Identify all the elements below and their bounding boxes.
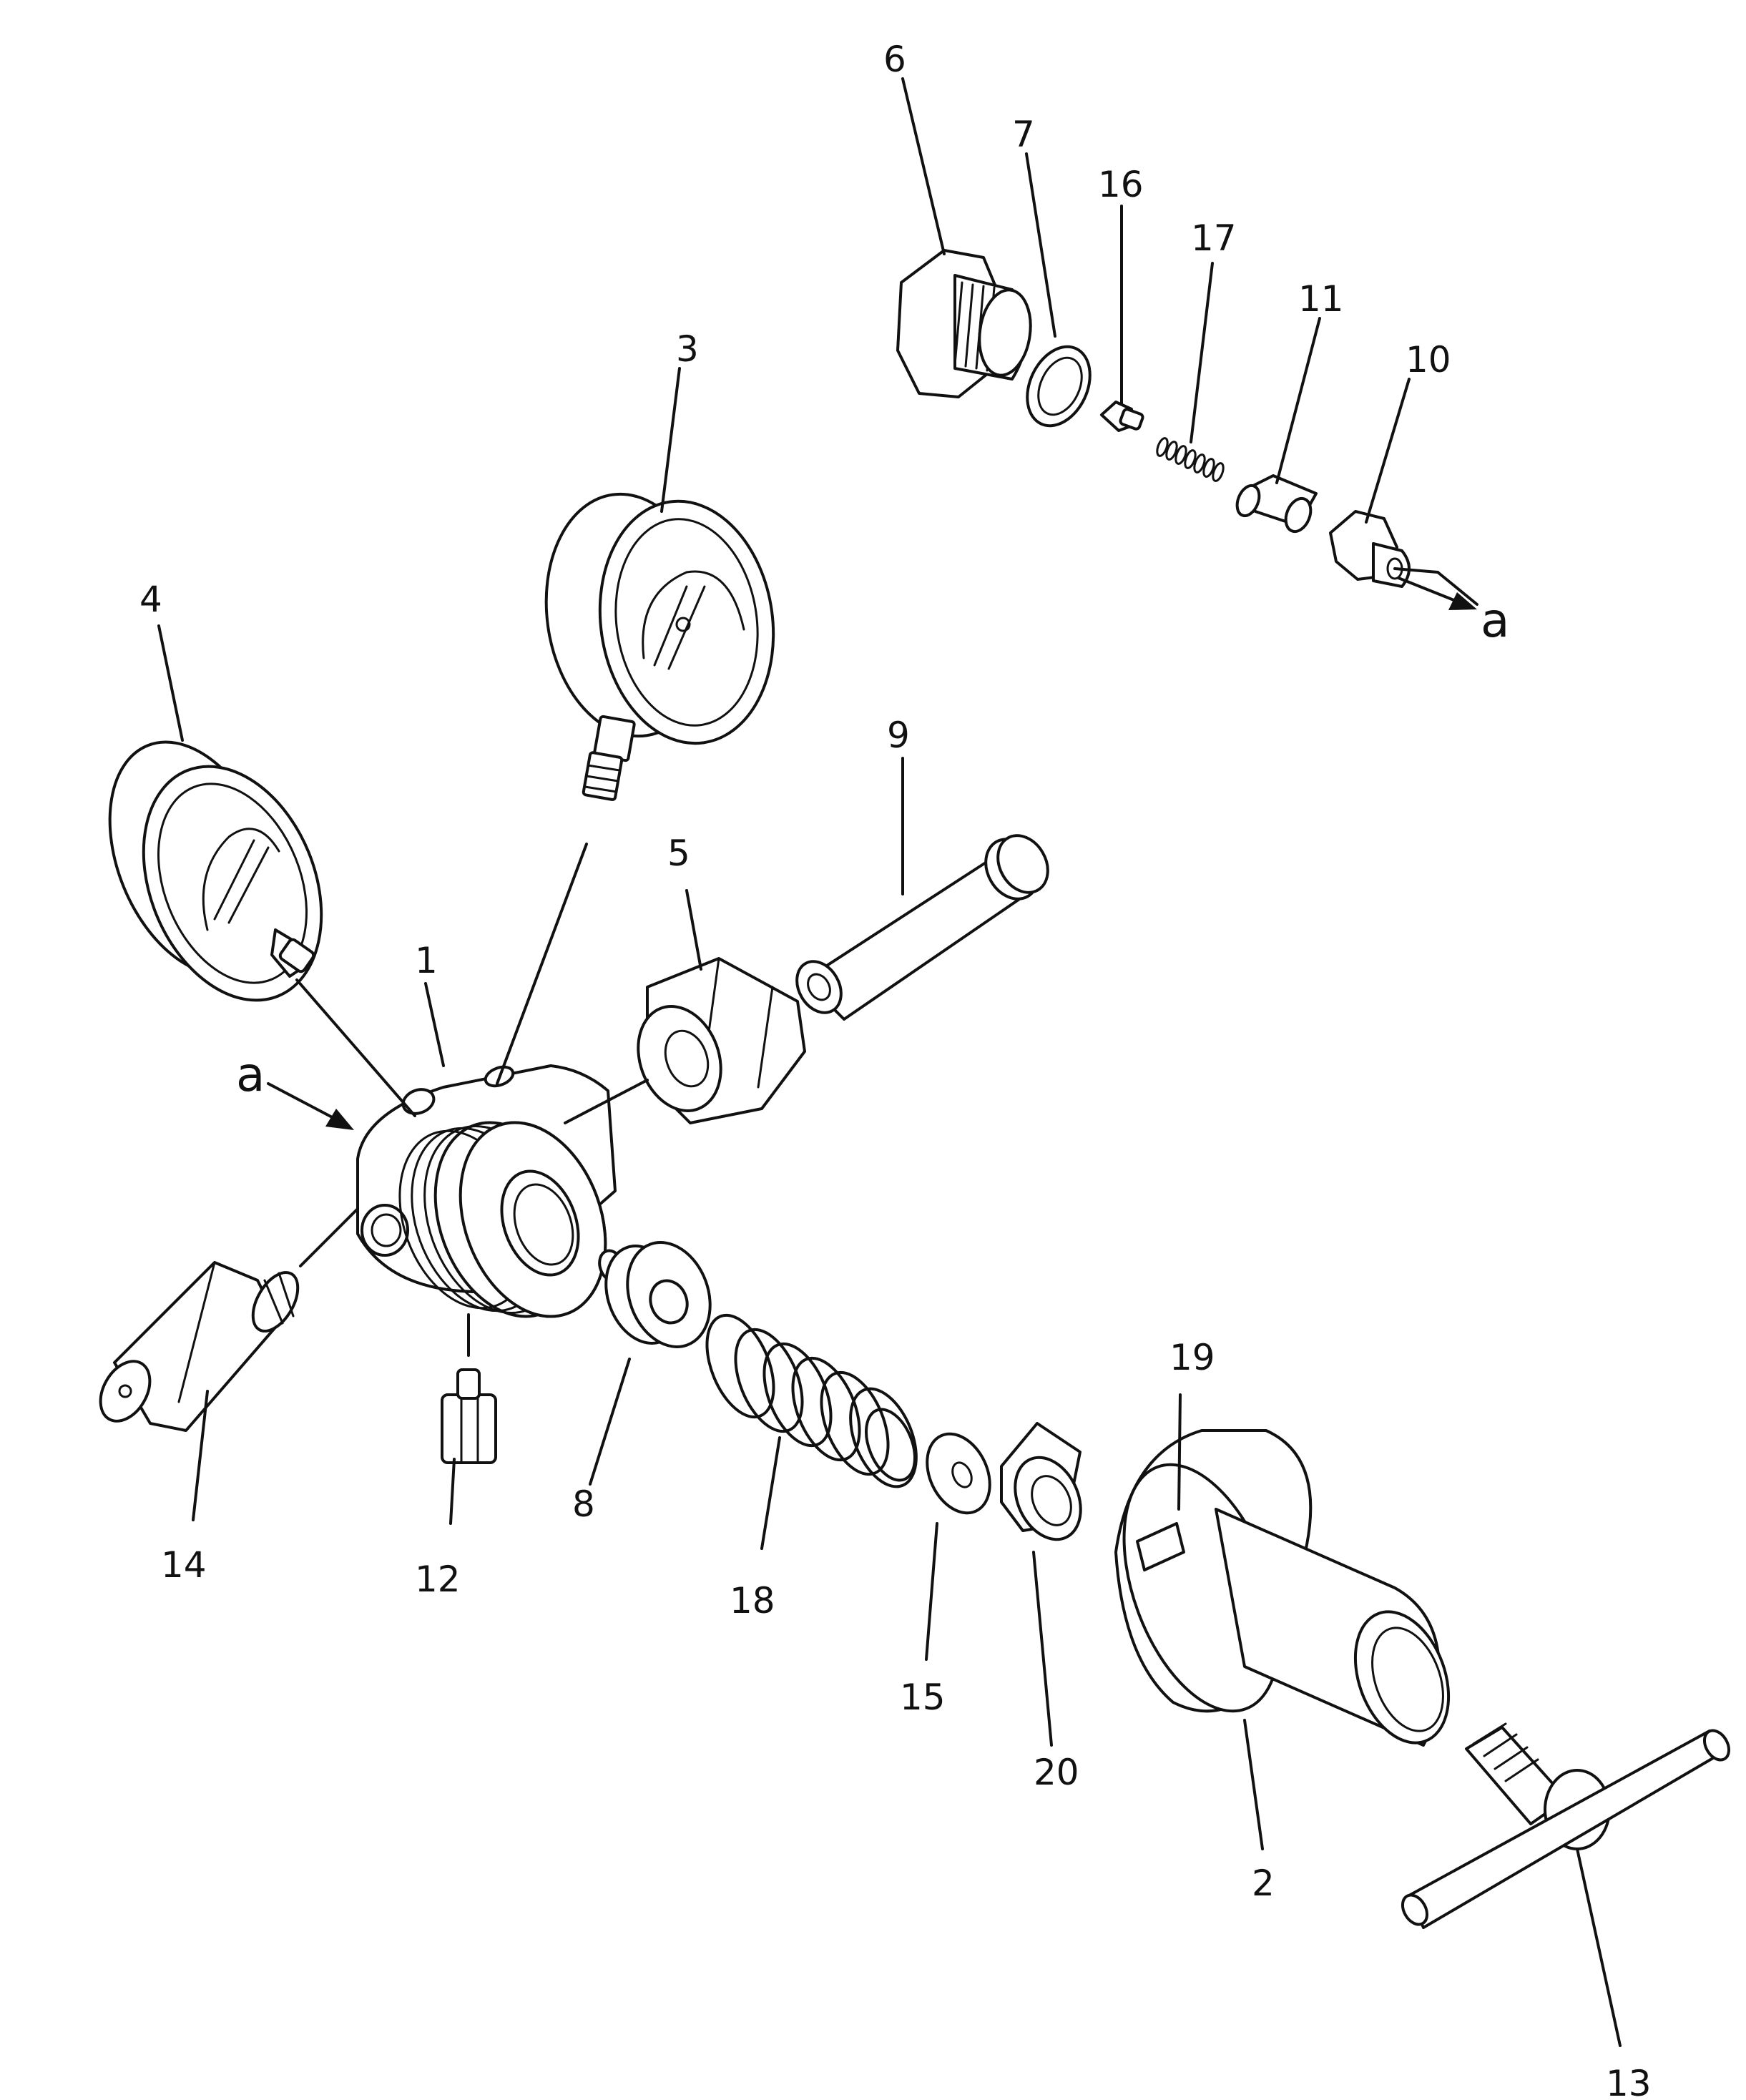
- part-12-plug: [441, 1368, 497, 1464]
- callout-15: 15: [900, 1677, 946, 1718]
- part-5-nut: [637, 957, 806, 1124]
- arrow-a-left: [267, 1082, 354, 1130]
- callout-7: 7: [1012, 114, 1035, 155]
- callout-17: 17: [1191, 217, 1237, 259]
- part-8-piston: [598, 1241, 712, 1348]
- part-14-fitting: [99, 1261, 300, 1432]
- callout-8: 8: [572, 1483, 595, 1525]
- callout-1: 1: [415, 940, 438, 981]
- part-15-washer: [926, 1432, 991, 1515]
- callout-16: 16: [1098, 164, 1144, 205]
- part-1-main-body: [356, 1064, 617, 1318]
- part-10-adapter: [1329, 510, 1411, 588]
- callout-9: 9: [887, 715, 910, 756]
- part-3-pressure-gauge: [544, 492, 775, 801]
- callout-labels: 6 7 16 17 11 10 3 4 9 5 1 a a 8 14 12 18…: [139, 39, 1652, 2100]
- callout-6: 6: [883, 39, 906, 80]
- part-9-pin: [795, 834, 1049, 1021]
- callout-3: 3: [676, 328, 699, 370]
- arrow-a-right: [1397, 576, 1477, 610]
- leader-lines: [157, 77, 1622, 2047]
- callout-11: 11: [1298, 278, 1344, 320]
- part-18-large-spring: [705, 1313, 918, 1488]
- callout-13: 13: [1606, 2063, 1652, 2100]
- part-4-pressure-gauge: [108, 740, 323, 1002]
- part-17-spring: [1156, 437, 1225, 482]
- callout-10: 10: [1406, 339, 1451, 381]
- callout-5: 5: [667, 833, 690, 874]
- callout-a-right: a: [1481, 593, 1509, 648]
- callout-12: 12: [415, 1559, 461, 1600]
- callout-4: 4: [139, 579, 162, 620]
- part-20-spacer: [1000, 1422, 1082, 1541]
- callout-2: 2: [1252, 1863, 1275, 1904]
- part-13-t-handle: [1401, 1722, 1731, 1929]
- callout-20: 20: [1034, 1752, 1079, 1793]
- callout-14: 14: [161, 1544, 207, 1586]
- part-2-housing: [1114, 1429, 1451, 1747]
- part-19-label-plate: [1136, 1522, 1185, 1571]
- part-11-sleeve: [1235, 474, 1318, 534]
- callout-18: 18: [730, 1580, 775, 1621]
- callout-19: 19: [1169, 1337, 1215, 1378]
- part-7-washer: [1026, 345, 1092, 428]
- part-16-poppet: [1100, 401, 1144, 432]
- callout-a-left: a: [236, 1047, 265, 1102]
- part-6-threaded-plug: [896, 249, 1032, 398]
